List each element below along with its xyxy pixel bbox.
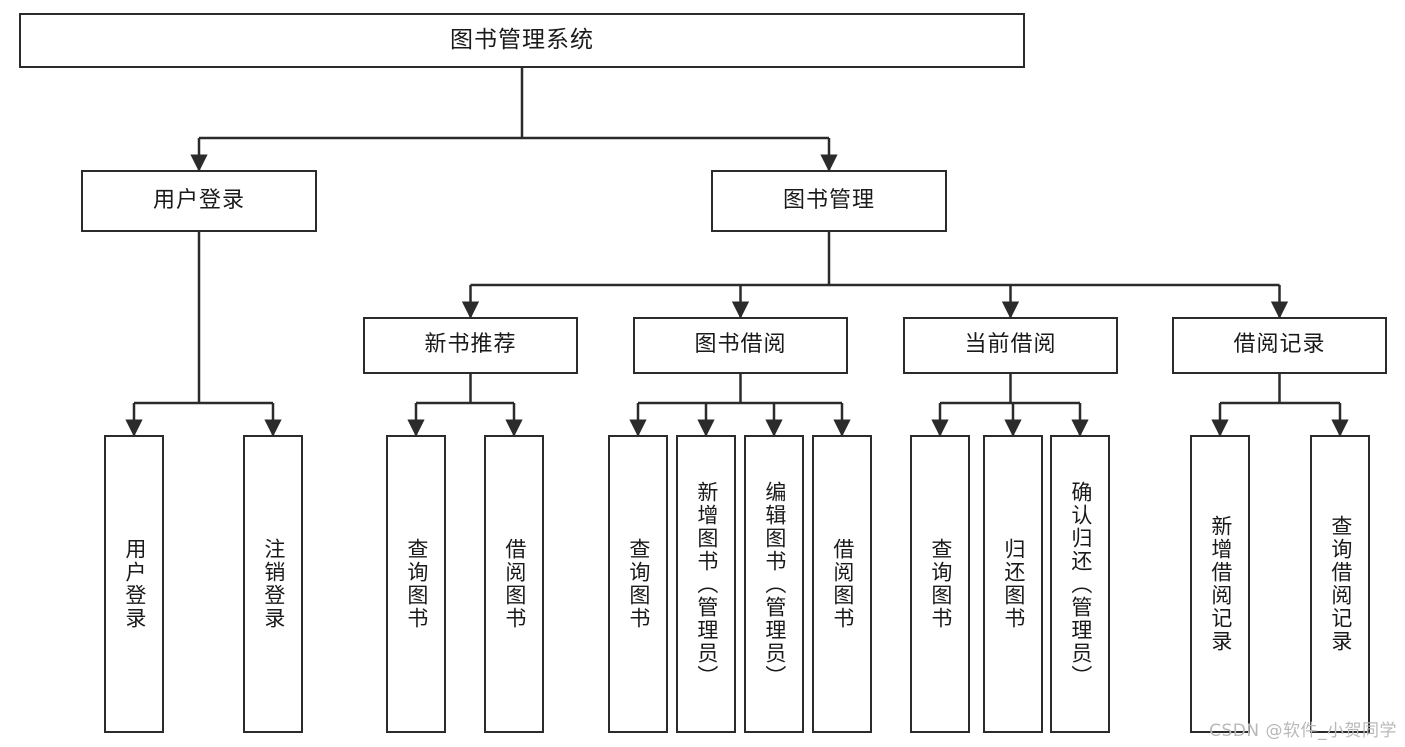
node-leaf-user-login[interactable]: 用户登录: [104, 435, 164, 733]
node-current-borrow[interactable]: 当前借阅: [903, 317, 1118, 374]
node-leaf-edit-book[interactable]: 编辑图书（管理员）: [744, 435, 804, 733]
node-leaf-confirm-return[interactable]: 确认归还（管理员）: [1050, 435, 1110, 733]
node-book-borrow[interactable]: 图书借阅: [633, 317, 848, 374]
node-user-login[interactable]: 用户登录: [81, 170, 317, 232]
node-borrow-record[interactable]: 借阅记录: [1172, 317, 1387, 374]
node-root[interactable]: 图书管理系统: [19, 13, 1025, 68]
node-leaf-add-book[interactable]: 新增图书（管理员）: [676, 435, 736, 733]
node-leaf-add-borrow-record[interactable]: 新增借阅记录: [1190, 435, 1250, 733]
node-leaf-user-logout[interactable]: 注销登录: [243, 435, 303, 733]
node-leaf-borrow-book-2[interactable]: 借阅图书: [812, 435, 872, 733]
node-book-manage[interactable]: 图书管理: [711, 170, 947, 232]
node-new-book-recommend[interactable]: 新书推荐: [363, 317, 578, 374]
node-leaf-query-book-3[interactable]: 查询图书: [910, 435, 970, 733]
node-leaf-borrow-book-1[interactable]: 借阅图书: [484, 435, 544, 733]
node-leaf-query-book-2[interactable]: 查询图书: [608, 435, 668, 733]
node-leaf-query-borrow-record[interactable]: 查询借阅记录: [1310, 435, 1370, 733]
node-leaf-query-book-1[interactable]: 查询图书: [386, 435, 446, 733]
node-leaf-return-book[interactable]: 归还图书: [983, 435, 1043, 733]
